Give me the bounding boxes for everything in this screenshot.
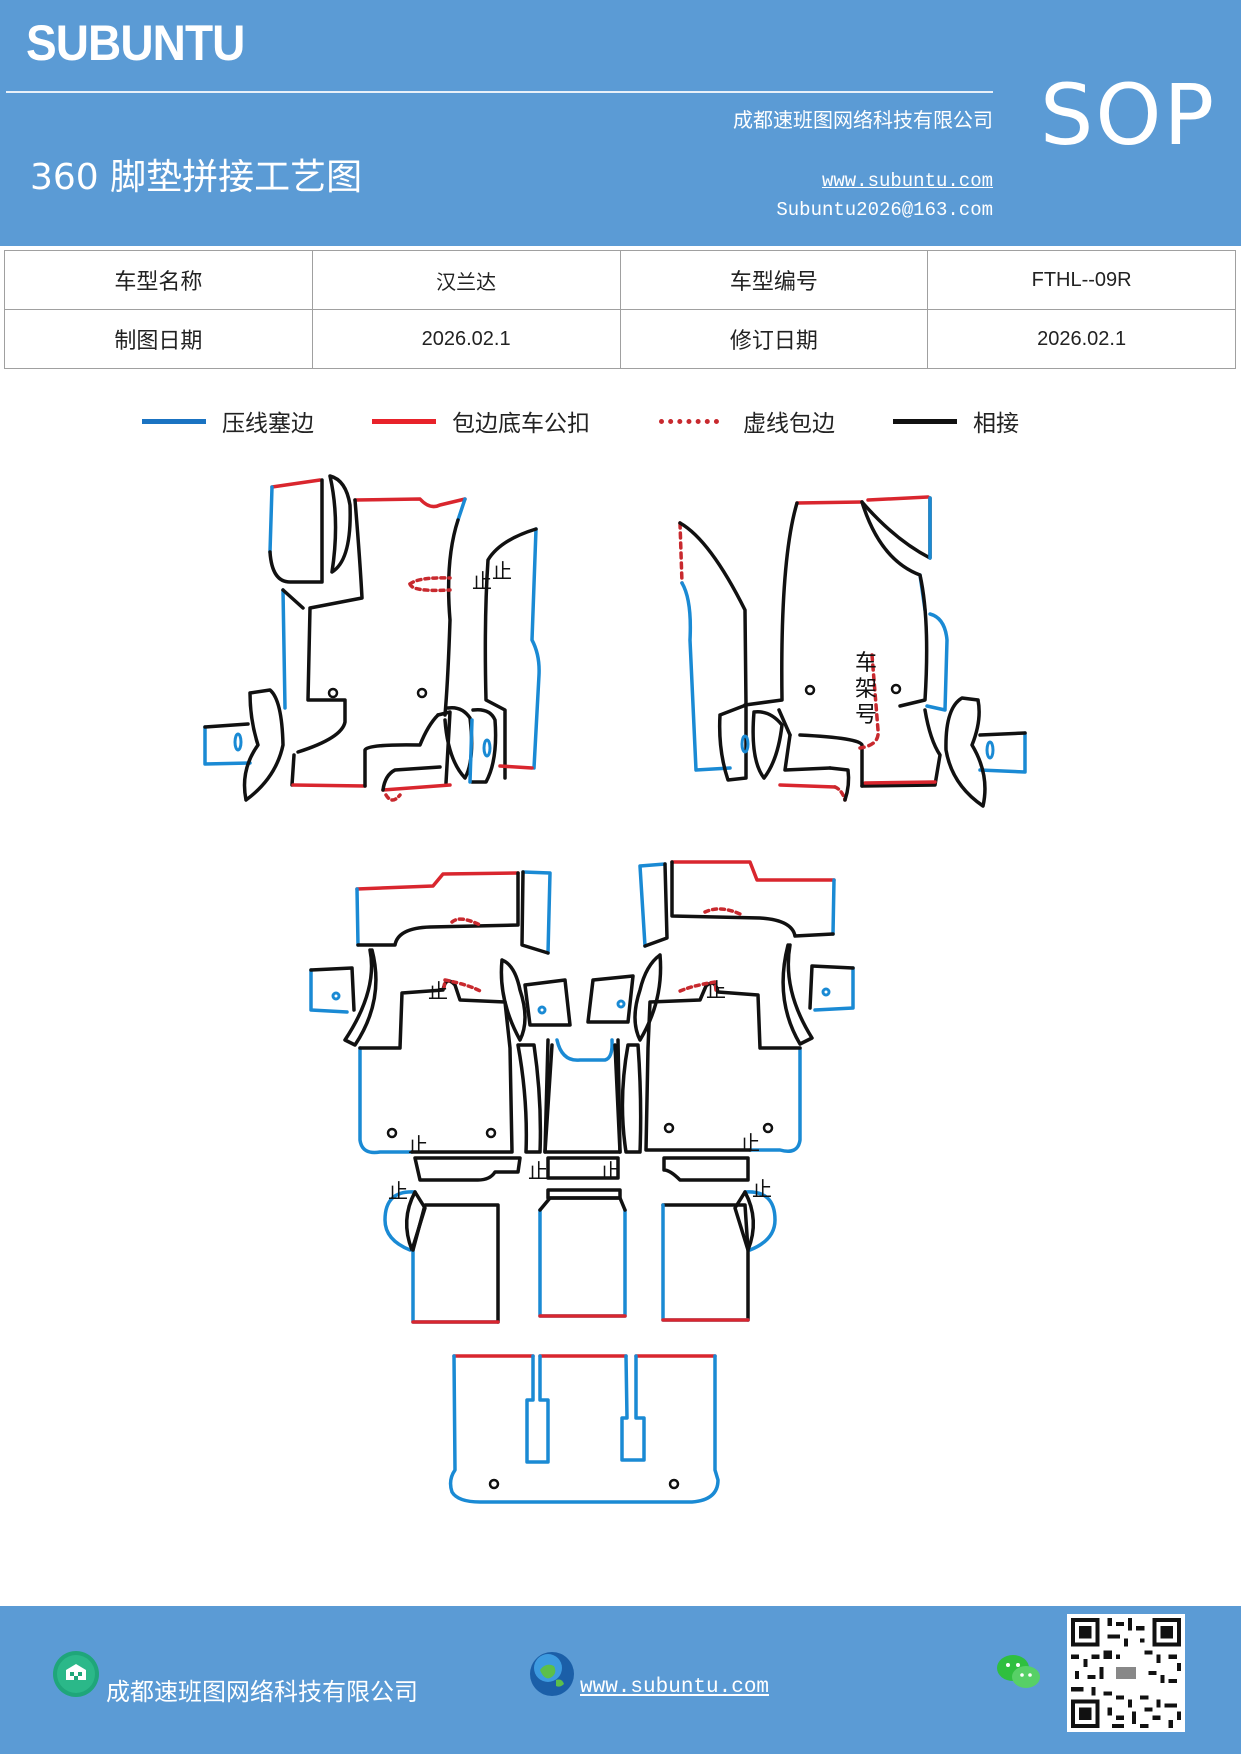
header-company: 成都速班图网络科技有限公司 <box>733 108 993 132</box>
legend-label: 包边底车公扣 <box>452 411 590 437</box>
legend-label: 相接 <box>973 411 1019 437</box>
frame-label-1: 车 <box>855 651 877 676</box>
table-row: 制图日期 2026.02.1 修订日期 2026.02.1 <box>4 309 1236 369</box>
legend-item-red: 包边底车公扣 <box>372 401 590 441</box>
label-revise-date: 修订日期 <box>619 309 929 369</box>
legend-item-blue: 压线塞边 <box>142 401 314 441</box>
stop-mark: 止 <box>492 559 512 583</box>
page-title: 360 脚垫拼接工艺图 <box>30 157 363 198</box>
qr-code <box>1067 1614 1185 1732</box>
frame-label-2: 架 <box>855 677 877 702</box>
legend-swatch-black <box>893 418 957 424</box>
stop-marks: 止 止 止 止 止 止 止 止 止 止 <box>388 559 772 1203</box>
stop-mark: 止 <box>428 979 448 1003</box>
stop-mark: 止 <box>408 1133 428 1157</box>
wechat-icon[interactable] <box>996 1652 1042 1692</box>
value-draw-date: 2026.02.1 <box>311 309 621 369</box>
legend-item-dotted: 虚线包边 <box>659 401 835 441</box>
info-table: 车型名称 汉兰达 车型编号 FTHL--09R 制图日期 2026.02.1 修… <box>4 250 1236 369</box>
stop-mark: 止 <box>472 569 492 593</box>
stop-mark: 止 <box>528 1159 548 1183</box>
value-revise-date: 2026.02.1 <box>927 309 1236 369</box>
legend-swatch-red <box>372 418 436 424</box>
label-draw-date: 制图日期 <box>4 309 313 369</box>
legend-item-black: 相接 <box>893 401 1019 441</box>
globe-icon <box>530 1652 574 1696</box>
frame-label-3: 号 <box>855 703 877 728</box>
header-divider <box>6 91 993 93</box>
stop-mark: 止 <box>706 978 726 1002</box>
sop-badge: SOP <box>1040 66 1217 164</box>
stop-mark: 止 <box>740 1131 760 1155</box>
legend-swatch-dotted <box>659 418 719 424</box>
legend-label: 虚线包边 <box>743 411 835 437</box>
stop-mark: 止 <box>600 1159 620 1183</box>
rear-mat-group <box>448 1354 720 1504</box>
footer-company: 成都速班图网络科技有限公司 <box>106 1678 418 1706</box>
header-email: Subuntu2026@163.com <box>776 199 993 221</box>
legend-label: 压线塞边 <box>222 411 314 437</box>
front-left-mat-group <box>203 474 541 802</box>
stop-mark: 止 <box>388 1179 408 1203</box>
table-row: 车型名称 汉兰达 车型编号 FTHL--09R <box>4 250 1236 310</box>
middle-mat-group <box>309 860 855 1324</box>
front-right-mat-group: 车 架 号 <box>678 495 1027 808</box>
header-website-link[interactable]: www.subuntu.com <box>821 170 993 192</box>
label-model-name: 车型名称 <box>4 250 313 310</box>
footer-website-link[interactable]: www.subuntu.com <box>580 1676 770 1699</box>
value-model-name: 汉兰达 <box>311 250 621 310</box>
footer-banner: 成都速班图网络科技有限公司 www.subuntu.com <box>0 1606 1241 1754</box>
brand-logo: SUBUNTU <box>26 15 245 71</box>
label-model-code: 车型编号 <box>619 250 929 310</box>
floor-mat-diagram: 车 架 号 <box>203 474 1027 1504</box>
legend-swatch-blue <box>142 418 206 424</box>
building-icon <box>53 1651 99 1697</box>
header-banner: SUBUNTU 成都速班图网络科技有限公司 360 脚垫拼接工艺图 www.su… <box>0 0 1241 246</box>
stop-mark: 止 <box>752 1177 772 1201</box>
value-model-code: FTHL--09R <box>927 250 1236 310</box>
